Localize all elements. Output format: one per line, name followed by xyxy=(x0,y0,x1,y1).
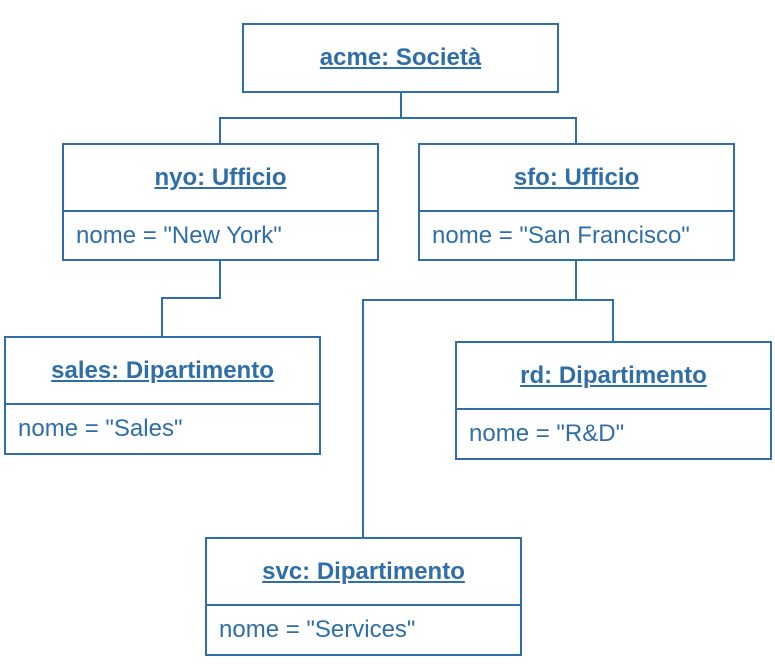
link-acme-sfo xyxy=(400,93,577,143)
object-rd-title: rd: Dipartimento xyxy=(457,343,770,410)
link-sfo-rd xyxy=(575,261,614,341)
object-sfo-attribute: nome = "San Francisco" xyxy=(432,221,690,249)
object-svc[interactable]: svc: Dipartimento nome = "Services" xyxy=(205,537,522,656)
object-sales[interactable]: sales: Dipartimento nome = "Sales" xyxy=(4,336,321,455)
object-nyo[interactable]: nyo: Ufficio nome = "New York" xyxy=(62,143,379,261)
object-sfo[interactable]: sfo: Ufficio nome = "San Francisco" xyxy=(418,143,735,261)
link-nyo-sales xyxy=(161,261,221,336)
object-rd-attribute: nome = "R&D" xyxy=(469,419,625,447)
object-rd[interactable]: rd: Dipartimento nome = "R&D" xyxy=(455,341,772,460)
object-svc-attribute: nome = "Services" xyxy=(219,615,416,643)
object-sfo-title: sfo: Ufficio xyxy=(420,145,733,212)
link-sfo-svc xyxy=(362,261,577,537)
object-sales-title: sales: Dipartimento xyxy=(6,338,319,405)
object-svc-title: svc: Dipartimento xyxy=(207,539,520,606)
object-acme[interactable]: acme: Società xyxy=(242,23,559,93)
object-acme-title: acme: Società xyxy=(319,44,482,71)
object-nyo-attribute: nome = "New York" xyxy=(76,221,282,249)
link-acme-nyo xyxy=(219,93,402,143)
object-sales-attribute: nome = "Sales" xyxy=(18,414,183,442)
object-nyo-title: nyo: Ufficio xyxy=(64,145,377,212)
